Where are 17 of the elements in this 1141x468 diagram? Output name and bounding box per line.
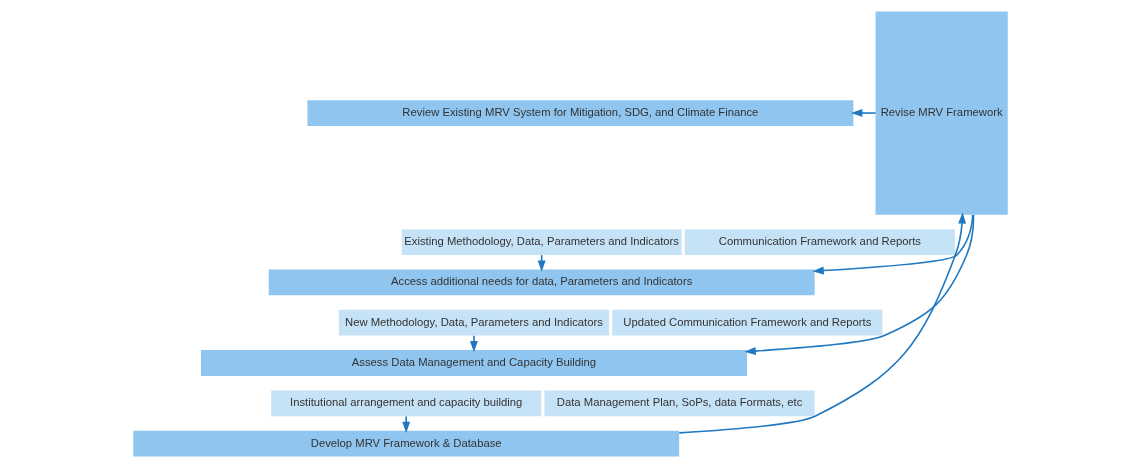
node-box: Develop MRV Framework & Database (133, 430, 680, 457)
node-box: Assess Data Management and Capacity Building (200, 350, 747, 376)
node-box: Updated Communication Framework and Reports (612, 309, 883, 336)
node-box: Access additional needs for data, Parameters and Indicators (268, 269, 815, 296)
node-box: New Methodology, Data, Parameters and Indicators (338, 309, 609, 336)
arrow (469, 334, 478, 353)
node-box: Institutional arrangement and capacity building (271, 390, 542, 417)
node-box: Review Existing MRV System for Mitigation, SDG, and Climate Finance (307, 100, 854, 126)
node-box: Data Management Plan, SoPs, data Formats, etc (544, 390, 815, 417)
arrow (402, 415, 411, 433)
arrow (812, 214, 974, 275)
node-box: Existing Methodology, Data, Parameters and Indicators (401, 229, 682, 255)
arrow (851, 109, 877, 117)
node-box: Revise MRV Framework (875, 11, 1008, 215)
arrow (678, 212, 966, 434)
node-box: Communication Framework and Reports (684, 229, 955, 255)
arrow (744, 214, 975, 355)
